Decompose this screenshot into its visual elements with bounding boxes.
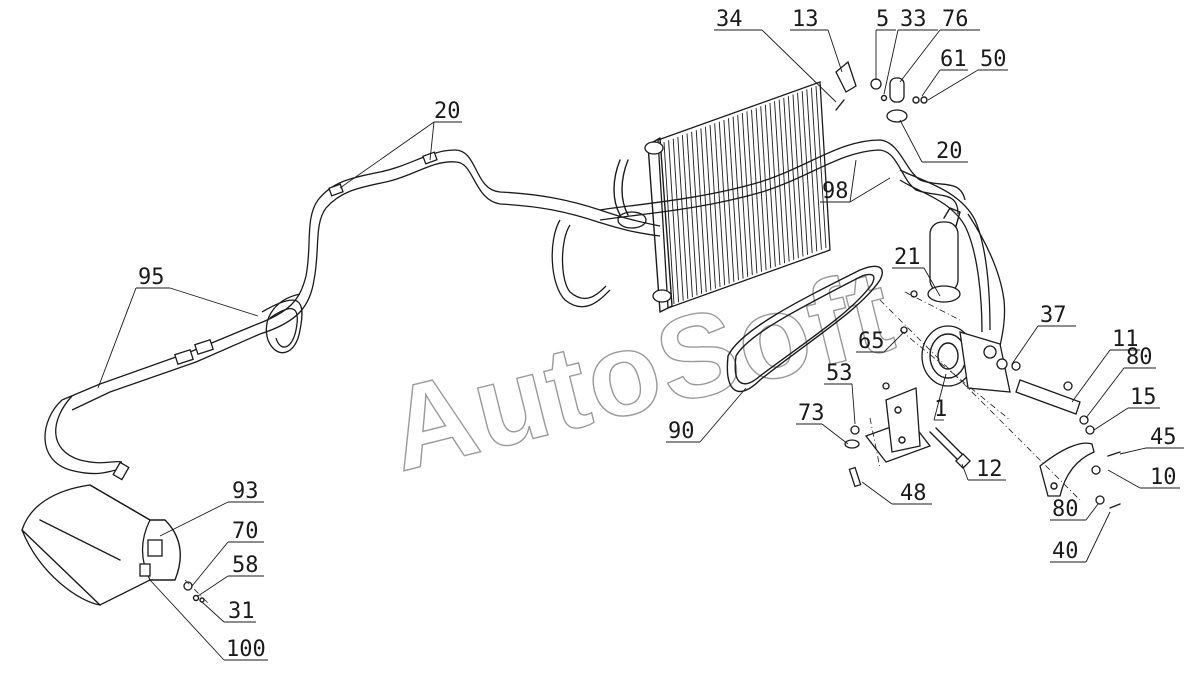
condenser-fin [810, 87, 822, 250]
callout-1: 1 [934, 397, 947, 422]
callout-12: 12 [976, 457, 1003, 482]
callout-5: 5 [876, 7, 889, 32]
fasteners [835, 99, 1121, 509]
evaporator-unit [21, 484, 205, 606]
callout-33: 33 [900, 7, 927, 32]
callout-15: 15 [1130, 385, 1157, 410]
compressor-bracket [864, 387, 932, 463]
condenser-fin [778, 99, 790, 262]
callout-61: 61 [940, 47, 967, 72]
callout-73: 73 [798, 401, 825, 426]
condenser-fin [700, 128, 712, 291]
condenser-fin [677, 136, 689, 299]
condenser-fin [746, 111, 758, 274]
compressor [921, 325, 1011, 393]
callout-98: 98 [822, 179, 849, 204]
condenser-fin [709, 125, 721, 288]
callout-13: 13 [792, 7, 819, 32]
bolt-12 [929, 427, 971, 469]
callout-100: 100 [226, 637, 266, 662]
callout-11: 11 [1112, 327, 1139, 352]
callout-80-lower: 80 [1052, 497, 1079, 522]
condenser-fin [695, 130, 707, 293]
condenser-fin [686, 133, 698, 296]
hose-clamp-parts [835, 60, 928, 123]
callout-58: 58 [232, 553, 259, 578]
callout-50: 50 [980, 47, 1007, 72]
condenser-fin [755, 108, 767, 271]
leader-lines [97, 29, 1184, 661]
callout-10: 10 [1150, 465, 1177, 490]
callout-34: 34 [716, 7, 743, 32]
callout-45: 45 [1150, 425, 1177, 450]
callout-20-top-center: 20 [434, 99, 461, 124]
condenser-fin [681, 135, 693, 298]
refrigerant-hoses [44, 139, 1006, 481]
assembly-lines [184, 291, 1081, 606]
condenser-fin [760, 106, 772, 269]
callout-80-upper: 80 [1126, 345, 1153, 370]
drive-belt [726, 265, 883, 393]
condenser-fin [663, 141, 675, 305]
condenser-fin [774, 101, 785, 264]
condenser-fin [797, 92, 809, 255]
callout-70: 70 [232, 519, 259, 544]
callout-53: 53 [826, 361, 853, 386]
callout-76: 76 [942, 7, 969, 32]
callout-31: 31 [228, 599, 255, 624]
condenser-fin [737, 114, 749, 277]
condenser-fin [732, 116, 744, 279]
callout-48: 48 [900, 481, 927, 506]
condenser-fin [668, 140, 680, 303]
condenser-fin [741, 113, 753, 276]
condenser [613, 81, 831, 313]
callout-37: 37 [1040, 303, 1067, 328]
condenser-fin [783, 97, 795, 260]
condenser-fin [792, 94, 804, 257]
callout-20-top-right: 20 [936, 139, 963, 164]
condenser-fin [705, 126, 716, 289]
callout-95: 95 [138, 265, 165, 290]
condenser-fin [718, 121, 730, 284]
receiver-drier [927, 207, 961, 303]
adjusting-strap [1015, 379, 1081, 415]
callout-65: 65 [858, 329, 885, 354]
condenser-fin [801, 91, 813, 254]
condenser-fin [691, 131, 703, 294]
callout-90: 90 [668, 419, 695, 444]
condenser-fin [714, 123, 726, 286]
callout-21: 21 [894, 245, 921, 270]
condenser-fin [751, 109, 762, 272]
condenser-fin [764, 104, 776, 267]
condenser-fin [769, 102, 781, 265]
condenser-fin [806, 89, 818, 252]
callout-labels: 34 13 5 33 76 61 50 20 20 98 21 95 37 65… [138, 7, 1177, 662]
lower-bracket [1039, 442, 1095, 497]
callout-93: 93 [232, 479, 259, 504]
condenser-fin [787, 96, 799, 259]
callout-40: 40 [1052, 539, 1079, 564]
condenser-fin [672, 138, 684, 301]
